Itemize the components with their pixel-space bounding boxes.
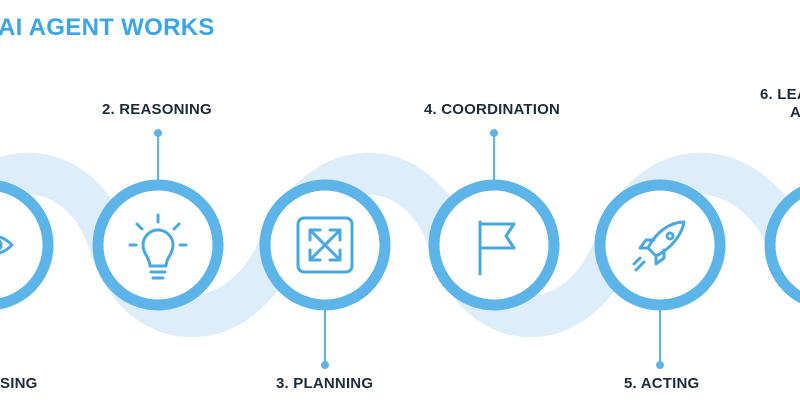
step-5-label: 5. ACTING (624, 375, 700, 392)
expand-arrows-icon (296, 216, 354, 274)
step-3-label: 3. PLANNING (276, 375, 374, 392)
step-5-node (594, 179, 726, 311)
eye-icon (0, 235, 15, 255)
rocket-icon (632, 220, 686, 272)
lightbulb-icon (128, 213, 188, 280)
step-1-label: SING (0, 375, 38, 392)
step-2-label: 2. REASONING (102, 101, 212, 118)
step-6-node (764, 186, 800, 304)
step-2-node (92, 179, 224, 311)
step-6-label-line1: 6. LEA (760, 86, 800, 103)
step-3-node (259, 179, 391, 311)
step-4-label: 4. COORDINATION (424, 101, 561, 118)
connectors (154, 129, 664, 369)
page-title: AI AGENT WORKS (0, 14, 215, 41)
step-1-node (0, 180, 54, 310)
flag-icon (478, 220, 516, 276)
step-4-node (428, 179, 560, 311)
step-6-label-line2: A (790, 104, 800, 121)
